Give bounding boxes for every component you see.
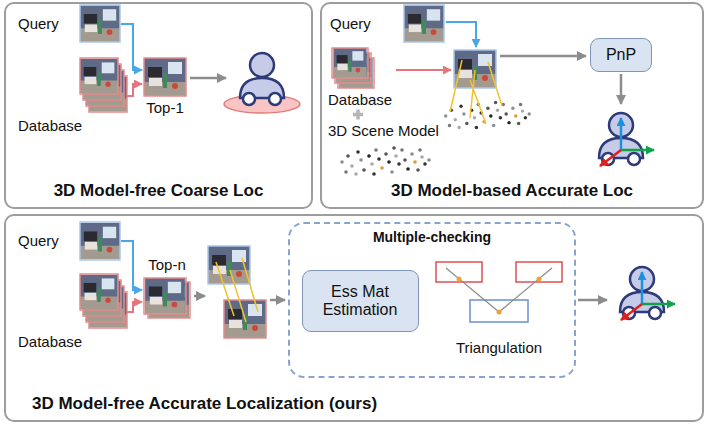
node-label: 3D Scene Model	[328, 122, 439, 139]
flow-arrow	[620, 74, 623, 104]
database-group: Database	[18, 56, 127, 134]
node-label: Ess Mat Estimation	[314, 283, 406, 320]
connector	[127, 302, 142, 312]
database-group: Database	[328, 46, 397, 108]
panel: 3D Model-free Accurate Localization (our…	[4, 214, 704, 422]
pose-axes	[600, 118, 654, 166]
scene-model-group: 3D Scene Model	[328, 122, 444, 178]
plus-symbol	[353, 110, 363, 120]
node-label: Query	[18, 15, 59, 32]
flow-arrow	[194, 295, 205, 298]
node-label: Top-1	[146, 99, 184, 116]
robot-icon	[599, 113, 643, 165]
panel-title: 3D Model-free Accurate Localization (our…	[32, 394, 377, 414]
query-group: Query	[18, 4, 121, 44]
query-image	[80, 5, 120, 42]
panel-title: 3D Model-free Coarse Loc	[54, 181, 264, 201]
top1-group: Top-1	[142, 56, 188, 116]
node-label: Database	[328, 91, 392, 108]
process-box: PnP	[590, 38, 652, 72]
node-label: Triangulation	[456, 339, 542, 356]
process-box: Ess Mat Estimation	[302, 270, 419, 332]
database-stack	[80, 58, 127, 112]
triangulation-group: Triangulation	[428, 256, 570, 356]
point-cloud	[340, 146, 431, 176]
panel-title: 3D Model-based Accurate Loc	[391, 181, 633, 201]
node-label: PnP	[606, 46, 636, 64]
dashed-group: Multiple-checkingEss Mat EstimationTrian…	[288, 222, 576, 378]
robot-icon	[620, 267, 664, 319]
node-label: Query	[330, 15, 371, 32]
triangulation-figure	[436, 262, 562, 322]
query-image	[80, 222, 120, 260]
flow-arrow	[190, 77, 226, 80]
connector	[121, 24, 142, 70]
query-group: Query	[18, 220, 121, 262]
query-group: Query	[330, 4, 446, 44]
robot-icon	[240, 53, 284, 105]
node-label: Database	[18, 117, 82, 134]
node-label: Database	[18, 333, 82, 350]
database-group: Database	[18, 272, 127, 350]
flow-arrow	[578, 299, 607, 302]
database-arrow	[396, 69, 451, 71]
node-label: Multiple-checking	[373, 229, 491, 245]
topn-group: Top-n	[142, 256, 192, 318]
panel: 3D Model-free Coarse Loc QueryDatabase Top…	[4, 2, 313, 209]
flow-arrow	[270, 299, 285, 302]
top1-image	[144, 58, 186, 96]
flow-arrow	[500, 55, 586, 58]
panel: 3D Model-based Accurate Loc QueryDatabase…	[320, 2, 704, 209]
node-label: Query	[18, 232, 59, 249]
pose-axes	[621, 272, 675, 320]
topn-images	[144, 278, 190, 318]
matched-pair	[208, 246, 266, 338]
connector	[127, 84, 142, 96]
query-image	[404, 5, 444, 42]
database-stack	[80, 274, 127, 328]
node-label: Top-n	[148, 256, 186, 273]
connector	[121, 241, 142, 290]
matched-image	[444, 50, 531, 129]
query-arrow	[446, 22, 476, 47]
database-stack	[332, 48, 374, 88]
